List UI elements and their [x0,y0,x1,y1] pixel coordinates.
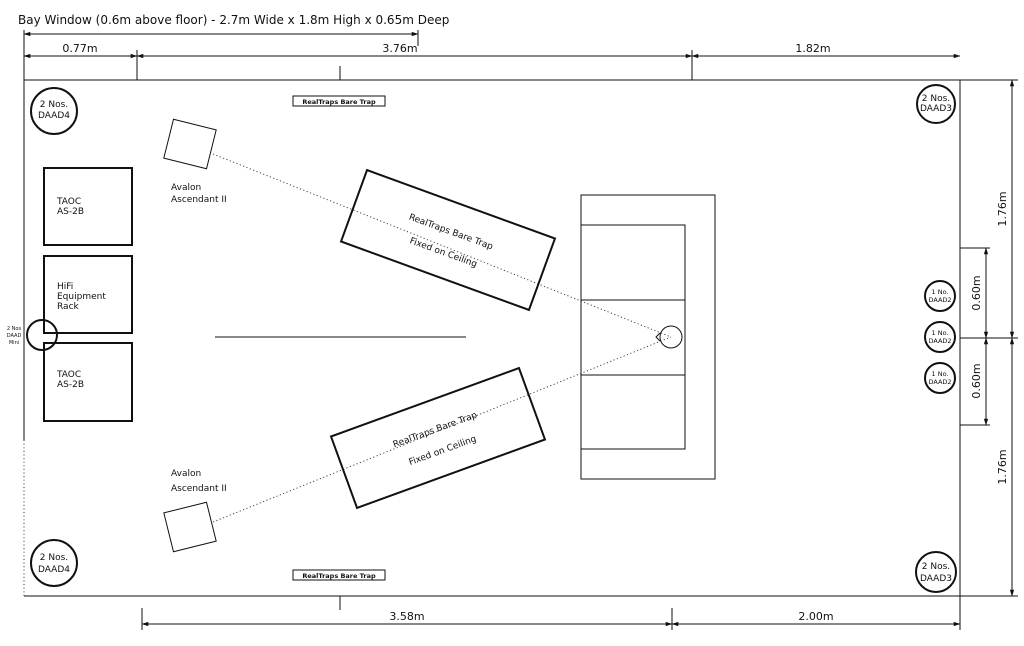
speaker-lower: Avalon Ascendant II [163,469,227,553]
svg-text:2 Nos.: 2 Nos. [40,553,68,563]
dim-inner-upper: 0.60m [970,275,983,310]
dim-bottom-left: 3.58m [389,610,424,623]
strip-trap-top: RealTraps Bare Trap [292,95,386,107]
bass-trap-top-left: 2 Nos. DAAD4 [30,87,78,135]
strip-trap-bottom: RealTraps Bare Trap [292,569,386,581]
subwoofer-top: TAOC AS-2B [43,167,133,246]
dim-inner-lower: 0.60m [970,363,983,398]
speaker-upper: Avalon Ascendant II [163,118,227,205]
svg-text:Avalon: Avalon [171,469,201,479]
svg-text:Mini: Mini [9,340,19,346]
daad2-trap-1: 1 No. DAAD2 [924,280,956,312]
ceiling-trap-lower: RealTraps Bare Trap Fixed on Ceiling [329,366,547,510]
dim-right-lower: 1.76m [996,449,1009,484]
svg-text:AS-2B: AS-2B [57,207,84,217]
equipment-rack: HiFi Equipment Rack [43,255,133,334]
svg-text:Equipment: Equipment [57,292,106,302]
svg-text:DAAD3: DAAD3 [920,104,952,114]
svg-text:DAAD3: DAAD3 [920,574,952,584]
top-dimensions: 0.77m 3.76m 1.82m [23,30,961,80]
svg-text:1 No.: 1 No. [932,329,949,337]
daad2-trap-2: 1 No. DAAD2 [924,321,956,353]
ceiling-trap-upper: RealTraps Bare Trap Fixed on Ceiling [339,168,557,312]
svg-text:Rack: Rack [57,302,80,312]
svg-text:TAOC: TAOC [56,370,81,380]
svg-text:AS-2B: AS-2B [57,380,84,390]
listener-head [655,325,683,349]
svg-text:1 No.: 1 No. [932,288,949,296]
daad2-trap-3: 1 No. DAAD2 [924,362,956,394]
svg-text:DAAD2: DAAD2 [928,337,951,345]
dim-top-middle: 3.76m [382,42,417,55]
svg-text:2 Nos.: 2 Nos. [40,100,68,110]
svg-text:Ascendant II: Ascendant II [171,484,227,494]
dim-right-upper: 1.76m [996,191,1009,226]
svg-text:1 No.: 1 No. [932,370,949,378]
dim-top-left: 0.77m [62,42,97,55]
svg-text:2 Nos.: 2 Nos. [922,94,950,104]
bottom-dimensions: 3.58m 2.00m [141,596,961,630]
daad-mini-trap: 2 Nos DAAD Mini [7,319,58,351]
svg-text:DAAD2: DAAD2 [928,296,951,304]
svg-text:RealTraps Bare Trap: RealTraps Bare Trap [302,572,376,580]
bass-trap-top-right: 2 Nos. DAAD3 [916,84,956,124]
svg-text:HiFi: HiFi [57,282,73,292]
plan-title: Bay Window (0.6m above floor) - 2.7m Wid… [18,13,449,27]
sofa [580,194,716,480]
svg-text:2 Nos: 2 Nos [7,326,22,332]
svg-text:Ascendant II: Ascendant II [171,195,227,205]
svg-text:DAAD2: DAAD2 [928,378,951,386]
svg-text:DAAD: DAAD [7,333,22,339]
svg-text:TAOC: TAOC [56,197,81,207]
svg-text:Avalon: Avalon [171,183,201,193]
bass-trap-bottom-left: 2 Nos. DAAD4 [30,539,78,587]
listening-line-upper [212,153,672,338]
right-dimensions: 1.76m 1.76m 0.60m 0.60m [960,79,1018,597]
svg-text:2 Nos.: 2 Nos. [922,562,950,572]
svg-text:RealTraps Bare Trap: RealTraps Bare Trap [302,98,376,106]
dim-top-right: 1.82m [795,42,830,55]
svg-text:DAAD4: DAAD4 [38,111,70,121]
bass-trap-bottom-right: 2 Nos. DAAD3 [915,551,957,593]
dim-bottom-right: 2.00m [798,610,833,623]
svg-text:DAAD4: DAAD4 [38,565,70,575]
subwoofer-bottom: TAOC AS-2B [43,342,133,422]
